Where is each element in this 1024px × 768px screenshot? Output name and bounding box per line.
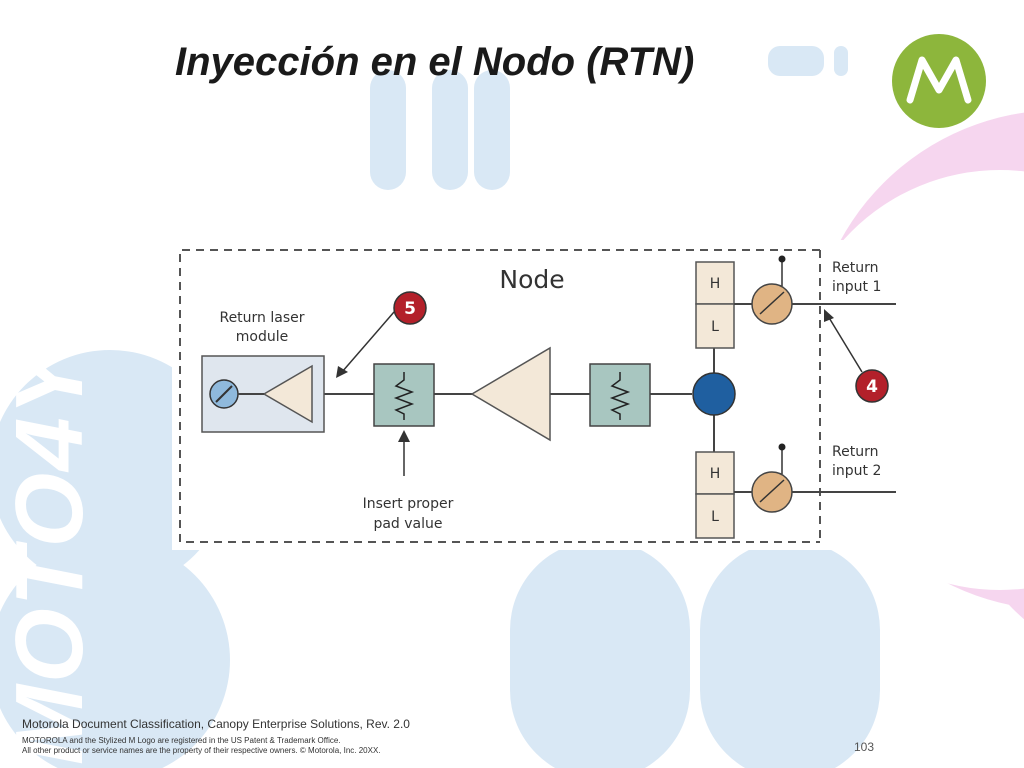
combiner-node [692,372,736,416]
page-number: 103 [854,740,875,754]
pad-attenuator [373,363,435,427]
diplex-filter-lower: H L [695,451,735,539]
return-input-1-label: Return [832,260,878,276]
footer-classification: Motorola Document Classification, Canopy… [22,717,410,731]
amplifier [470,346,551,442]
return-laser-label: Return laser [219,310,304,326]
l-label-lower: L [711,509,719,525]
insert-pad-label-2: pad value [373,516,442,532]
node-boundary [179,249,820,543]
footer-copyright: All other product or service names are t… [22,746,381,755]
watermark-text: MOTO4YOU [0,201,103,765]
return-laser-label-2: module [236,329,288,345]
node-label: Node [499,265,564,294]
motorola-logo [892,34,986,128]
node-diagram: Node Return laser module 5 Insert proper… [172,240,896,550]
h-label-upper: H [710,276,721,292]
laser-arrow [341,311,395,373]
callout-5: 5 [393,291,427,325]
return-input-1-label-2: input 1 [832,279,881,295]
callout-4-label: 4 [866,377,878,397]
attenuator-2 [589,363,651,427]
input-arrow [827,315,863,373]
callout-5-label: 5 [404,299,416,319]
diplex-filter-upper: H L [695,261,735,349]
callout-4: 4 [855,369,889,403]
insert-pad-label: Insert proper [363,496,454,512]
return-input-2-label: Return [832,444,878,460]
return-input-2-label-2: input 2 [832,463,881,479]
h-label-lower: H [710,466,721,482]
l-label-upper: L [711,319,719,335]
slide-title: Inyección en el Nodo (RTN) [175,40,695,84]
return-laser-module [201,355,325,433]
footer-trademark: MOTOROLA and the Stylized M Logo are reg… [22,736,341,745]
